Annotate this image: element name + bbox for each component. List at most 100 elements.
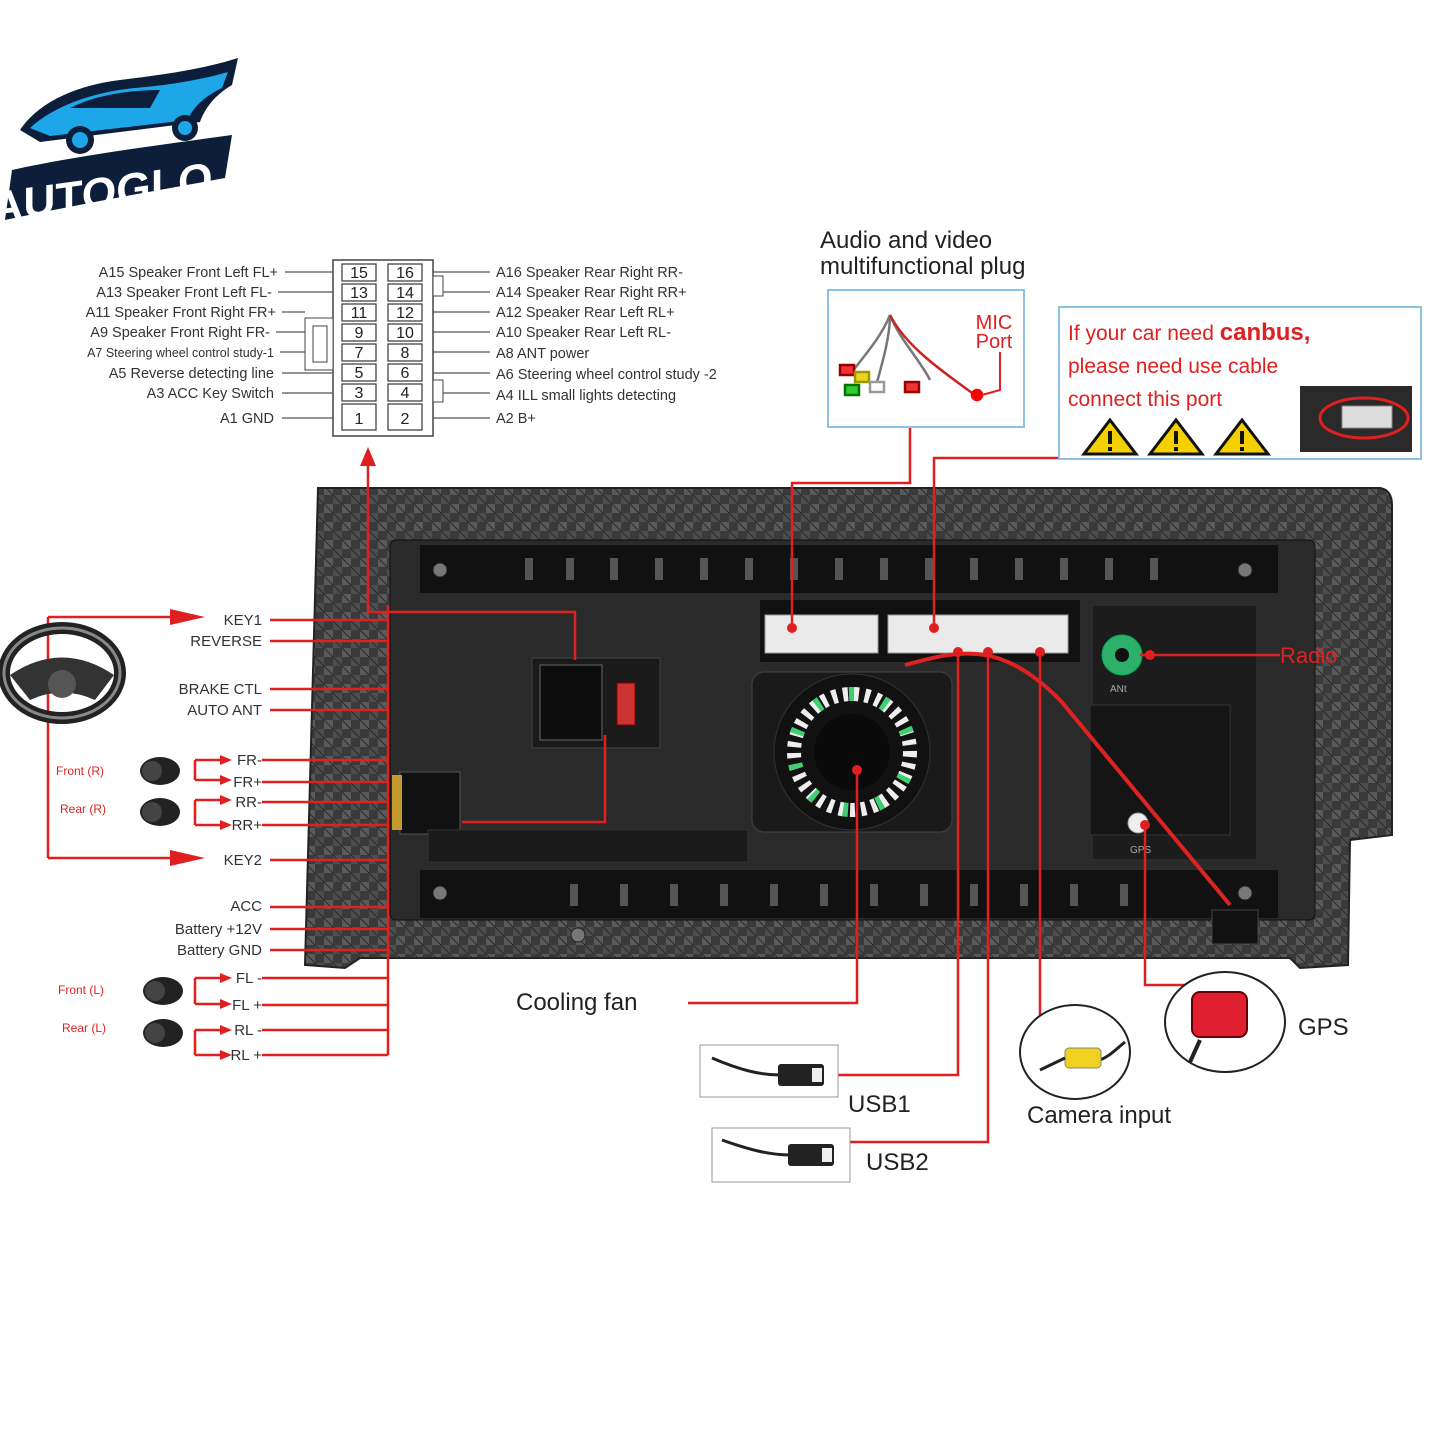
av-plug-title-2: multifunctional plug bbox=[820, 253, 1025, 280]
speaker-icon bbox=[140, 757, 180, 785]
pin-number: 3 bbox=[355, 385, 364, 402]
label-front-l: Front (L) bbox=[58, 983, 104, 997]
usb1-label: USB1 bbox=[848, 1091, 911, 1118]
label-rr-minus: RR- bbox=[235, 794, 262, 811]
pin-number: 16 bbox=[396, 265, 414, 282]
canbus-line-2: please need use cable bbox=[1068, 355, 1279, 378]
pin-number: 1 bbox=[355, 411, 364, 428]
pin-label-a7: A7 Steering wheel control study-1 bbox=[87, 346, 274, 360]
connector-dot bbox=[1140, 820, 1150, 830]
wire-labels: KEY1 REVERSE BRAKE CTL AUTO ANT FR- FR+ … bbox=[175, 612, 262, 1064]
pin-label-a14: A14 Speaker Rear Right RR+ bbox=[496, 285, 687, 301]
label-key2: KEY2 bbox=[224, 852, 262, 869]
label-rear-r: Rear (R) bbox=[60, 802, 106, 816]
pin-label-a13: A13 Speaker Front Left FL- bbox=[96, 285, 272, 301]
connector-dot bbox=[787, 623, 797, 633]
pin-label-a5: A5 Reverse detecting line bbox=[109, 366, 274, 382]
warning-icon bbox=[1212, 417, 1272, 456]
label-brake: BRAKE CTL bbox=[179, 681, 262, 698]
pin-number: 8 bbox=[401, 345, 410, 362]
pin-diagram: 15 13 11 9 7 5 3 1 16 14 12 10 8 6 4 2 bbox=[86, 259, 717, 437]
av-plug-title-1: Audio and video bbox=[820, 227, 992, 254]
speaker-icon bbox=[143, 977, 183, 1005]
label-fl-plus: FL + bbox=[232, 997, 262, 1014]
label-fr-plus: FR+ bbox=[233, 774, 262, 791]
pin-label-a16: A16 Speaker Rear Right RR- bbox=[496, 265, 683, 281]
pin-number: 10 bbox=[396, 325, 414, 342]
camera-input-icon bbox=[1019, 1004, 1131, 1100]
speaker-icon bbox=[140, 798, 180, 826]
connector-dot bbox=[852, 765, 862, 775]
mic-label-1: MIC bbox=[976, 312, 1013, 334]
cooling-fan-label: Cooling fan bbox=[516, 989, 637, 1016]
pin-label-a9: A9 Speaker Front Right FR- bbox=[90, 325, 270, 341]
pin-label-a6: A6 Steering wheel control study -2 bbox=[496, 367, 717, 383]
speaker-icon bbox=[143, 1019, 183, 1047]
arrowheads bbox=[170, 447, 376, 1060]
canbus-line-3: connect this port bbox=[1068, 388, 1223, 411]
label-fr-minus: FR- bbox=[237, 752, 262, 769]
pin-number: 9 bbox=[355, 325, 364, 342]
canbus-bold: canbus, bbox=[1219, 319, 1311, 346]
pin-label-a4: A4 ILL small lights detecting bbox=[496, 388, 676, 404]
pin-number: 14 bbox=[396, 285, 414, 302]
canbus-prefix: If your car need bbox=[1068, 322, 1220, 345]
label-reverse: REVERSE bbox=[190, 633, 262, 650]
pin-label-a3: A3 ACC Key Switch bbox=[147, 386, 274, 402]
red-wires bbox=[46, 428, 1280, 1144]
pin-label-a12: A12 Speaker Rear Left RL+ bbox=[496, 305, 675, 321]
warning-icon bbox=[1080, 417, 1140, 456]
usb2-label: USB2 bbox=[866, 1149, 929, 1176]
label-key1: KEY1 bbox=[224, 612, 262, 629]
label-rl-minus: RL - bbox=[234, 1022, 262, 1039]
pin-number: 11 bbox=[351, 305, 368, 322]
speaker-icons: Front (R) Rear (R) Front (L) Rear (L) bbox=[56, 757, 183, 1047]
pin-number: 7 bbox=[355, 345, 364, 362]
pin-label-a11: A11 Speaker Front Right FR+ bbox=[86, 305, 276, 321]
canbus-notice: If your car need canbus, please need use… bbox=[1058, 306, 1422, 460]
head-unit: ANt GPS bbox=[303, 487, 1393, 970]
pin-label-a2: A2 B+ bbox=[496, 411, 536, 427]
label-rr-plus: RR+ bbox=[232, 817, 263, 834]
pin-label-a15: A15 Speaker Front Left FL+ bbox=[99, 265, 278, 281]
connector-dot bbox=[929, 623, 939, 633]
connector-dot bbox=[1035, 647, 1045, 657]
camera-input-label: Camera input bbox=[1027, 1102, 1171, 1129]
usb2-cable-icon bbox=[711, 1127, 851, 1183]
pin-number: 12 bbox=[396, 305, 414, 322]
mic-label-2: Port bbox=[976, 331, 1013, 353]
gps-small-label: GPS bbox=[1130, 845, 1151, 856]
pin-number: 15 bbox=[350, 265, 368, 282]
warning-icons bbox=[1080, 417, 1272, 456]
ant-small-label: ANt bbox=[1110, 684, 1127, 695]
pin-number: 6 bbox=[401, 365, 410, 382]
pin-number: 4 bbox=[401, 385, 410, 402]
usb1-cable-icon bbox=[699, 1044, 839, 1098]
pin-number: 5 bbox=[355, 365, 364, 382]
pin-number: 13 bbox=[350, 285, 368, 302]
autoglo-logo: AUTOGLO AUSTRALIA bbox=[0, 50, 245, 236]
connector-dot bbox=[953, 647, 963, 657]
label-auto-ant: AUTO ANT bbox=[187, 702, 262, 719]
connector-dot bbox=[1145, 650, 1155, 660]
canbus-port-photo bbox=[1300, 386, 1412, 452]
gps-antenna-icon bbox=[1164, 971, 1286, 1073]
av-cable-icon bbox=[838, 314, 984, 402]
steering-wheel-icon bbox=[0, 622, 126, 724]
connector-dot bbox=[983, 647, 993, 657]
label-rear-l: Rear (L) bbox=[62, 1021, 106, 1035]
pin-label-a10: A10 Speaker Rear Left RL- bbox=[496, 325, 671, 341]
pin-label-a1: A1 GND bbox=[220, 411, 274, 427]
canbus-line-1: If your car need canbus, bbox=[1068, 316, 1358, 350]
label-rl-plus: RL + bbox=[230, 1047, 262, 1064]
label-fl-minus: FL - bbox=[236, 970, 262, 987]
pin-label-a8: A8 ANT power bbox=[496, 346, 589, 362]
label-battery-gnd: Battery GND bbox=[177, 942, 262, 959]
label-acc: ACC bbox=[230, 898, 262, 915]
gps-label: GPS bbox=[1298, 1014, 1349, 1041]
pin-number: 2 bbox=[401, 411, 410, 428]
radio-label: Radio bbox=[1280, 643, 1337, 668]
warning-icon bbox=[1146, 417, 1206, 456]
label-battery-12v: Battery +12V bbox=[175, 921, 262, 938]
